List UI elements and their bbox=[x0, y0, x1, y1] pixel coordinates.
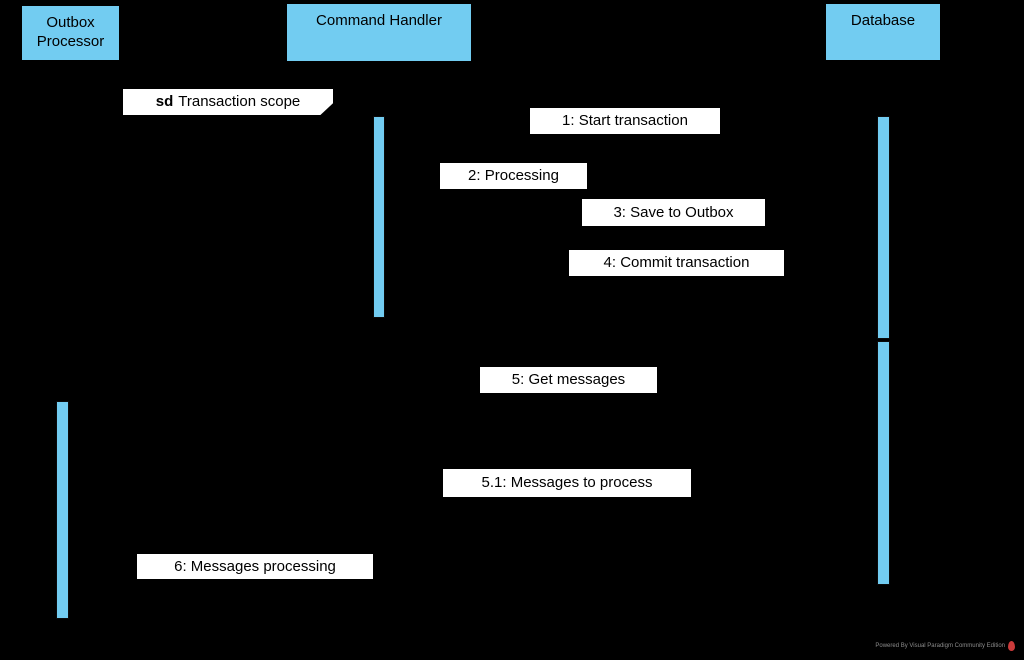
visual-paradigm-logo-icon bbox=[1008, 641, 1015, 651]
activation-database-1 bbox=[877, 116, 890, 339]
fragment-name: Transaction scope bbox=[178, 93, 301, 110]
activation-outbox-processor bbox=[56, 401, 69, 619]
message-label-commit-transaction: 4: Commit transaction bbox=[569, 250, 784, 276]
actor-database: Database bbox=[825, 3, 941, 61]
actor-outbox-processor: Outbox Processor bbox=[21, 5, 120, 61]
message-label-save-to-outbox: 3: Save to Outbox bbox=[582, 199, 765, 226]
activation-database-2 bbox=[877, 341, 890, 585]
message-label-messages-processing: 6: Messages processing bbox=[137, 554, 373, 579]
watermark: Powered By Visual Paradigm Community Edi… bbox=[875, 641, 1015, 651]
watermark-text: Powered By Visual Paradigm Community Edi… bbox=[875, 643, 1005, 649]
message-label-messages-to-process: 5.1: Messages to process bbox=[443, 469, 691, 497]
message-label-processing: 2: Processing bbox=[440, 163, 587, 189]
message-label-get-messages: 5: Get messages bbox=[480, 367, 657, 393]
fragment-keyword: sd bbox=[155, 93, 174, 110]
activation-command-handler bbox=[373, 116, 385, 318]
message-label-start-transaction: 1: Start transaction bbox=[530, 108, 720, 134]
actor-command-handler: Command Handler bbox=[286, 3, 472, 62]
